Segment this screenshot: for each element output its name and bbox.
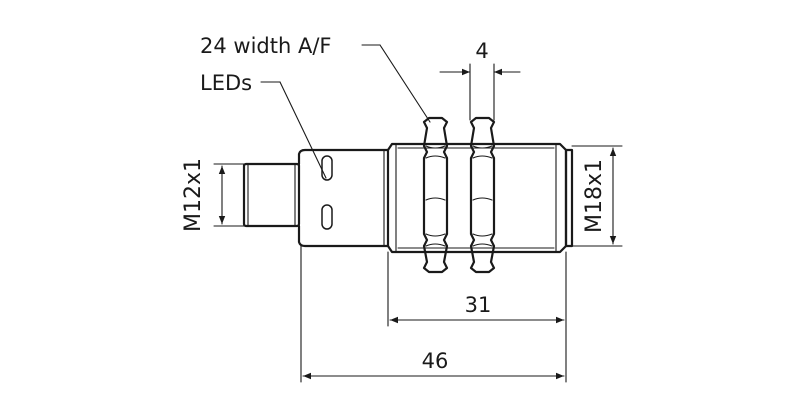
- m18-dimension: M18x1: [571, 145, 623, 247]
- leds-label: LEDs: [200, 71, 252, 95]
- rear-housing: [297, 148, 390, 248]
- body-length-label: 31: [465, 293, 492, 317]
- sensing-face: [564, 148, 574, 248]
- hex-nut-right: [469, 116, 496, 274]
- led-indicator-bottom: [321, 204, 333, 230]
- m12-dimension: M12x1: [181, 158, 245, 232]
- led-indicator-top: [321, 155, 333, 181]
- total-length-dimension: 46: [300, 245, 567, 383]
- nut-width-label: 24 width A/F: [200, 34, 331, 58]
- nut-thickness-dimension: 4: [439, 39, 521, 121]
- m12-thread-label: M12x1: [181, 158, 206, 232]
- leds-callout: LEDs: [200, 71, 327, 179]
- hex-nut-left: [422, 116, 449, 274]
- m18-thread-label: M18x1: [582, 159, 607, 233]
- total-length-label: 46: [422, 349, 449, 373]
- nut-thickness-label: 4: [475, 39, 488, 63]
- nut-width-callout: 24 width A/F: [200, 34, 431, 123]
- connector-plug: [242, 162, 301, 228]
- body-length-dimension: 31: [387, 251, 567, 327]
